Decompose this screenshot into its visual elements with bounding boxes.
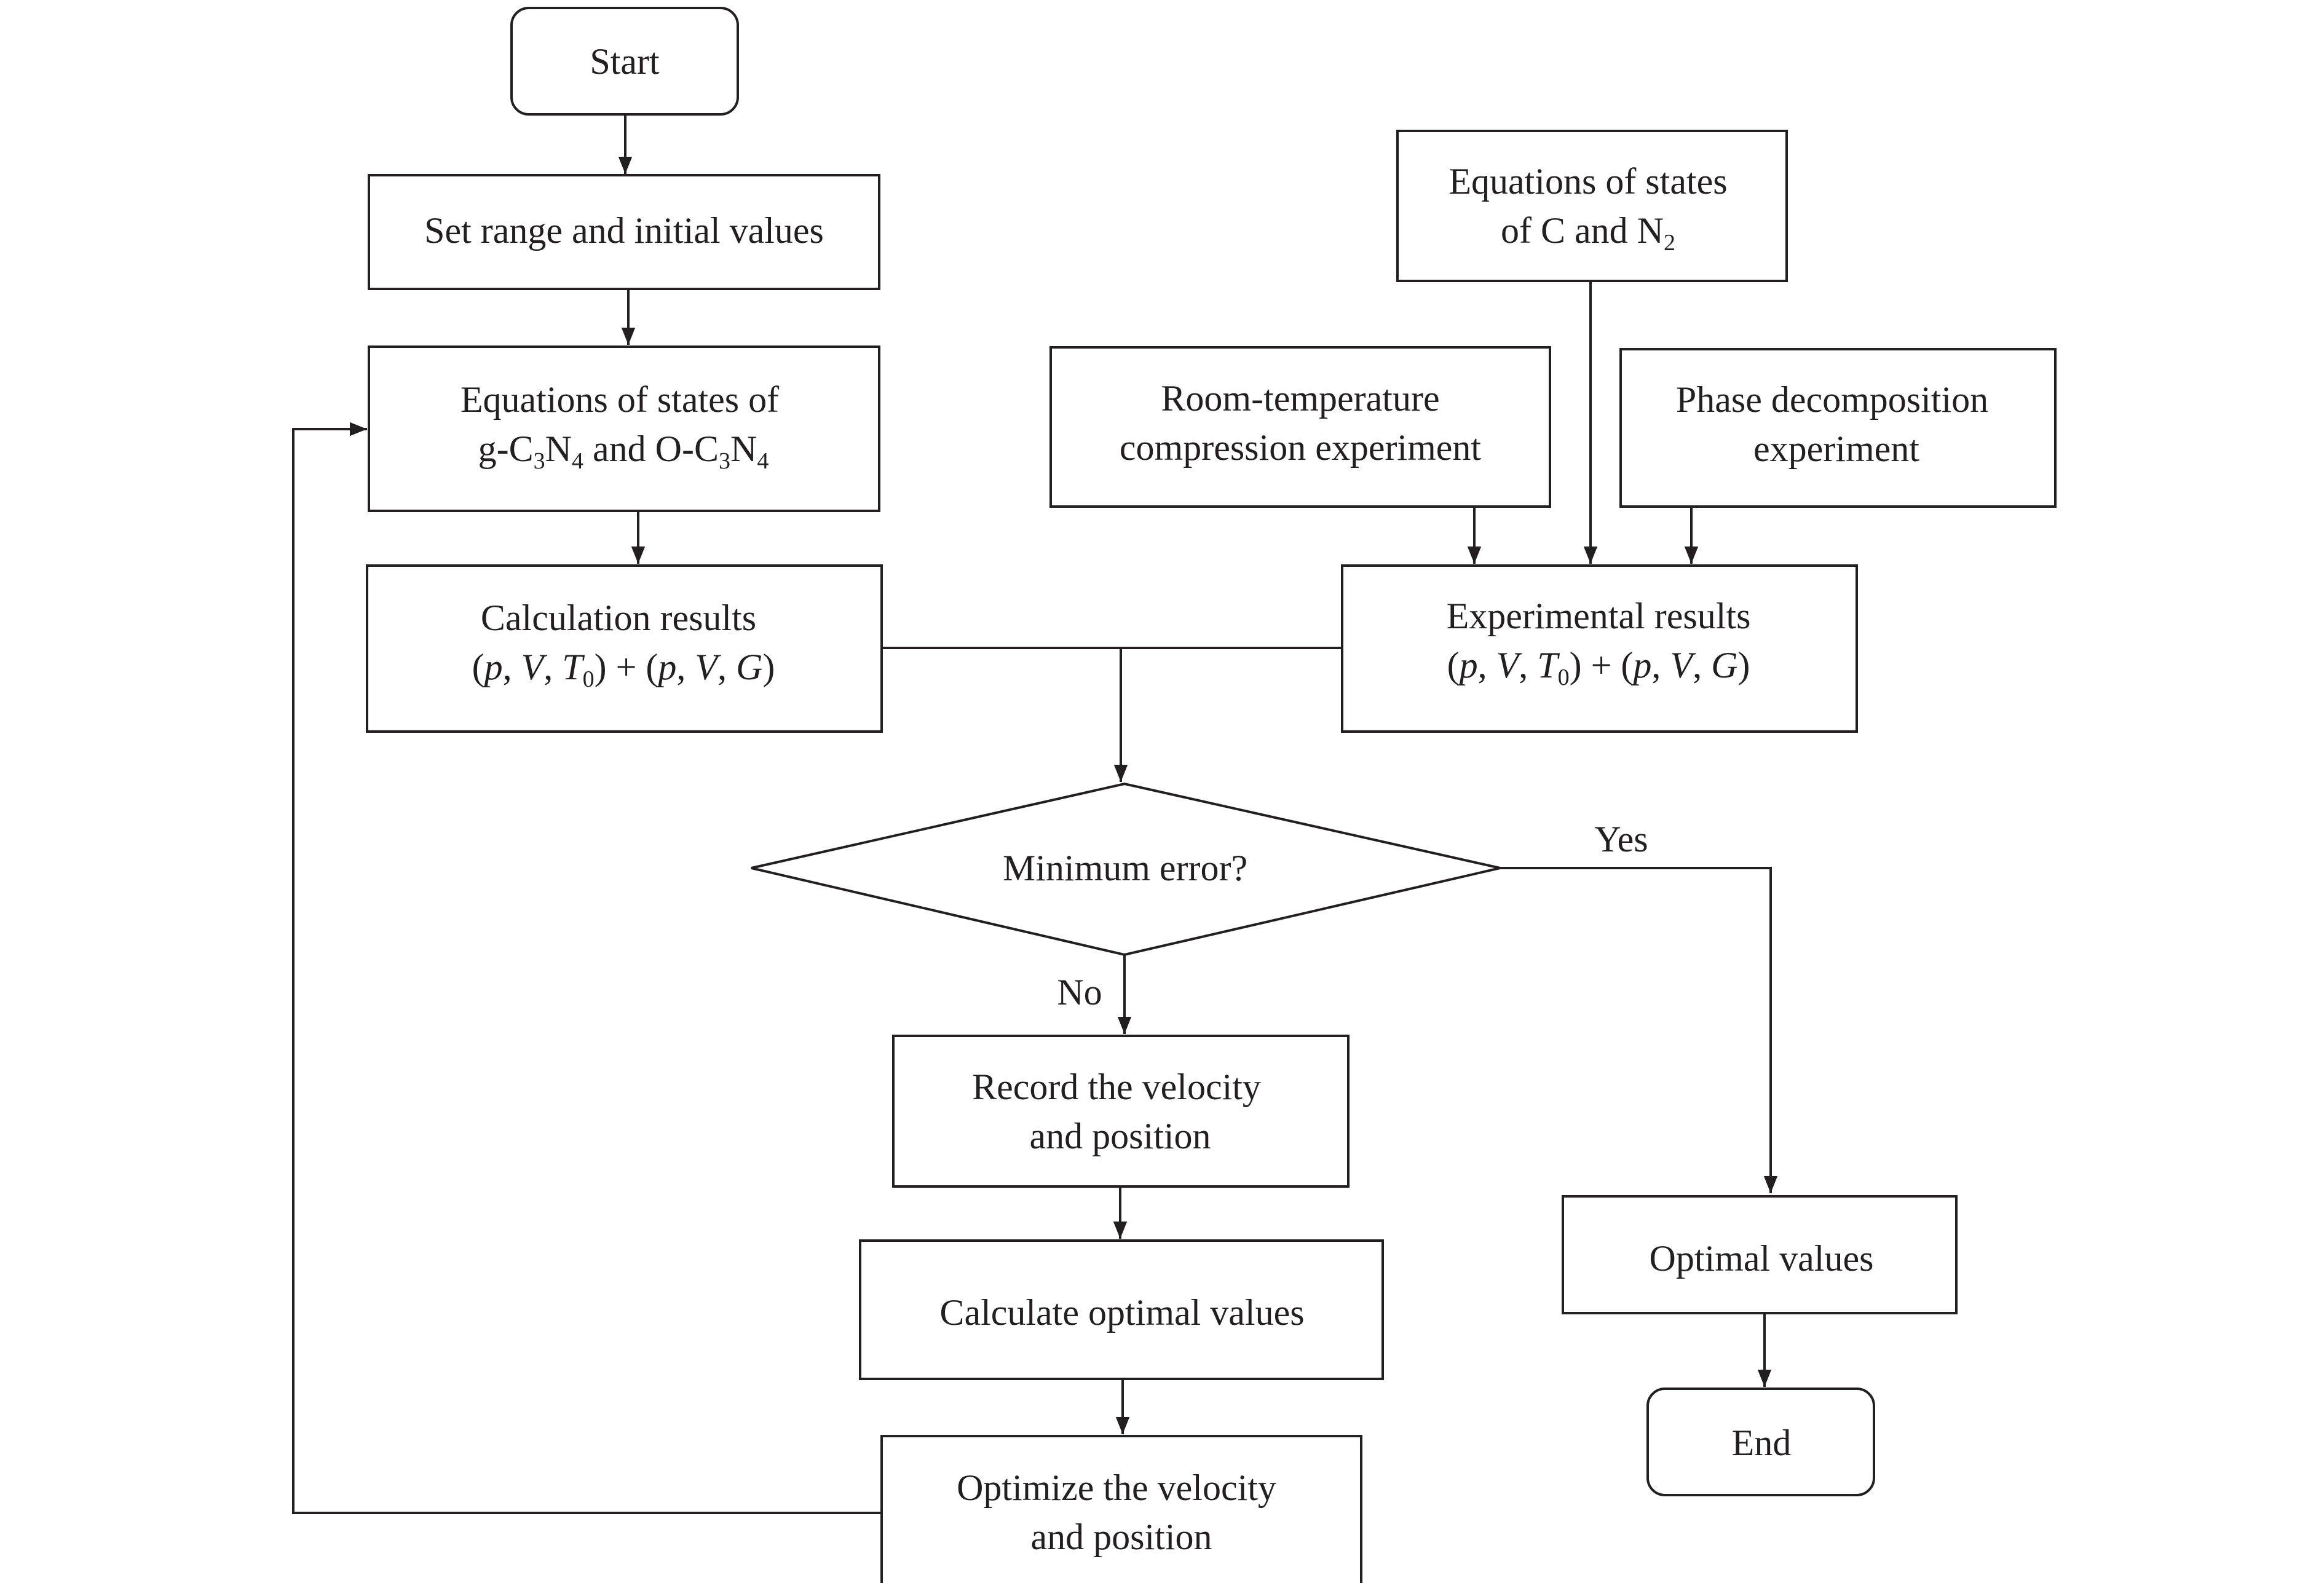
record-label-line1: Record the velocity [972, 1067, 1261, 1107]
decision-label: Minimum error? [1003, 848, 1247, 888]
exp-results-label-line1: Experimental results [1447, 596, 1751, 636]
optimize-label-line1: Optimize the velocity [957, 1467, 1276, 1508]
phase-decomp-label-line1: Phase decomposition [1676, 379, 1988, 420]
end-node: End [1646, 1388, 1875, 1496]
optimal-values-box: Optimal values [1562, 1195, 1958, 1314]
eos-c-n2-label-line1: Equations of states [1449, 161, 1727, 202]
start-label: Start [590, 41, 660, 82]
calc-optimal-label: Calculate optimal values [939, 1292, 1304, 1333]
calc-results-label-line1: Calculation results [481, 598, 756, 638]
room-temp-label-line1: Room-temperature [1161, 378, 1439, 419]
eos-c3n4-box: Equations of states of g-C3N4 and O-C3N4 [368, 345, 880, 512]
phase-decomp-box: Phase decomposition experiment [1619, 348, 2057, 508]
eos-c-n2-label-line2: of C and N2 [1501, 210, 1675, 256]
end-label: End [1732, 1423, 1792, 1463]
room-temp-box: Room-temperature compression experiment [1049, 346, 1551, 508]
arrow-decision-yes-to-optimal [1500, 867, 1778, 1193]
set-range-label: Set range and initial values [424, 210, 824, 251]
record-box: Record the velocity and position [892, 1035, 1350, 1188]
exp-results-box: Experimental results (p, V, T0) + (p, V,… [1341, 564, 1858, 733]
calc-results-label-line2: (p, V, T0) + (p, V, G) [472, 647, 775, 692]
set-range-box: Set range and initial values [368, 174, 880, 290]
calc-results-box: Calculation results (p, V, T0) + (p, V, … [366, 564, 883, 733]
calc-optimal-box: Calculate optimal values [859, 1239, 1384, 1380]
phase-decomp-label-line2: experiment [1753, 428, 1919, 469]
no-label: No [1057, 972, 1102, 1013]
optimize-box: Optimize the velocity and position [880, 1435, 1362, 1583]
eos-c-n2-box: Equations of states of C and N2 [1396, 130, 1788, 282]
exp-results-label-line2: (p, V, T0) + (p, V, G) [1447, 645, 1750, 690]
optimal-values-label: Optimal values [1650, 1238, 1874, 1279]
record-label-line2: and position [1030, 1116, 1211, 1156]
connectors [292, 114, 1778, 1514]
eos-c3n4-label-line1: Equations of states of [460, 379, 779, 420]
optimize-label-line2: and position [1031, 1517, 1212, 1557]
arrow-optimize-loop-to-eos [292, 422, 882, 1514]
eos-c3n4-label-line2: g-C3N4 and O-C3N4 [478, 428, 769, 474]
decision-diamond: Minimum error? [751, 782, 1501, 957]
room-temp-label-line2: compression experiment [1120, 427, 1481, 468]
start-node: Start [510, 7, 739, 116]
yes-label: Yes [1594, 819, 1648, 859]
